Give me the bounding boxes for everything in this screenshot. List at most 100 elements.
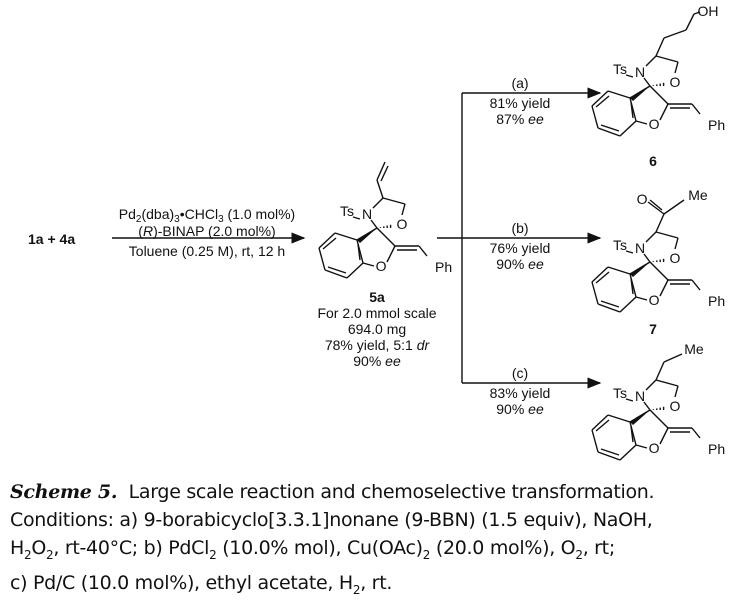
bond (649, 85, 669, 105)
bond (655, 361, 665, 381)
phenyl-group: Ph (708, 117, 725, 133)
benzene-bond (346, 262, 364, 279)
compound-label-5a: 5a (369, 289, 385, 305)
bond (655, 213, 665, 233)
ts-group: Ts (613, 61, 627, 77)
benzene-bond (629, 97, 637, 122)
bond (643, 77, 651, 87)
bond (625, 74, 634, 78)
bond (663, 353, 683, 363)
benzene-bond (607, 90, 631, 99)
atom-n: N (362, 206, 372, 222)
bond (630, 277, 634, 295)
compound-label-7: 7 (649, 321, 657, 337)
product-scale: For 2.0 mmol scale (317, 305, 436, 321)
bond (595, 419, 610, 432)
benzene-bond (356, 239, 364, 264)
ts-group: Ts (613, 385, 627, 401)
bond (322, 237, 337, 250)
bond (649, 409, 669, 429)
benzene-bond (591, 266, 609, 283)
structure-6: N TsO O Ph OH (591, 3, 725, 137)
ts-group: Ts (613, 237, 627, 253)
bond (645, 379, 657, 391)
vinyl-bond (376, 161, 386, 181)
bond (362, 262, 375, 267)
bond (691, 279, 701, 291)
bond (659, 279, 669, 297)
bond (370, 219, 378, 229)
atom-n: N (635, 64, 645, 80)
bond (649, 199, 663, 211)
hydroxyl-group: OH (698, 3, 719, 19)
phenyl-group: Ph (708, 441, 725, 457)
bond (356, 227, 378, 241)
bond (691, 103, 701, 115)
bond (674, 237, 679, 250)
bond (401, 203, 406, 216)
bond (418, 245, 428, 257)
atom-o-furan: O (649, 116, 660, 132)
carbonyl-o: O (637, 191, 648, 207)
bond (386, 245, 396, 263)
bond (649, 261, 669, 281)
bond (595, 95, 610, 108)
bond (693, 11, 701, 15)
caption-line-2: H2O2, rt-40°C; b) PdCl2 (10.0% mol), Cu(… (10, 537, 615, 562)
atom-o-furan: O (649, 440, 660, 456)
bond (663, 199, 685, 215)
bond (655, 55, 679, 63)
vinyl-bond (380, 165, 389, 182)
benzene-bond (597, 451, 621, 461)
benzene-bond (591, 414, 609, 431)
reaction-scheme: 1a + 4a Pd2(dba)3•CHCl3 (1.0 mol%) (R)-B… (28, 3, 725, 470)
atom-o-furan: O (649, 292, 660, 308)
bond (659, 103, 669, 121)
bond (663, 29, 687, 39)
bond (659, 427, 669, 445)
atom-o-furan: O (376, 258, 387, 274)
bond (382, 197, 406, 205)
vinyl-bond (376, 179, 384, 199)
benzene-bond (597, 127, 621, 137)
bond (655, 231, 679, 239)
bond (655, 37, 665, 57)
benzene-bond (318, 232, 336, 249)
atom-n: N (635, 240, 645, 256)
condition-solvent: Toluene (0.25 M), rt, 12 h (129, 243, 285, 259)
bond (674, 61, 679, 74)
benzene-bond (619, 120, 637, 137)
bond (376, 227, 396, 247)
bond (625, 398, 634, 402)
bond (645, 55, 657, 67)
atom-n: N (635, 388, 645, 404)
benzene-bond (619, 296, 637, 313)
bond (629, 85, 651, 99)
bond (629, 409, 651, 423)
bond (629, 261, 651, 275)
bond (600, 448, 620, 456)
bond (635, 444, 648, 449)
branch-b-ee: 90% ee (496, 256, 544, 272)
benzene-bond (629, 421, 637, 446)
benzene-bond (334, 232, 358, 241)
caption-title: Scheme 5. (10, 481, 118, 503)
branch-c-ee: 90% ee (496, 401, 544, 417)
bond (352, 216, 361, 220)
condition-ligand: (R)-BINAP (2.0 mol%) (138, 223, 275, 239)
compound-label-8: 8 (649, 469, 657, 470)
bond (600, 124, 620, 132)
benzene-bond (591, 105, 599, 129)
caption-text: Large scale reaction and chemoselective … (128, 481, 655, 503)
bond (372, 197, 384, 209)
bond (600, 300, 620, 308)
atom-o-ring: O (670, 74, 681, 90)
benzene-bond (591, 90, 609, 107)
bond (595, 271, 610, 284)
bond (685, 13, 695, 31)
branch-b-yield: 76% yield (490, 240, 551, 256)
benzene-bond (591, 281, 599, 305)
branch-b-label: (b) (511, 220, 528, 236)
